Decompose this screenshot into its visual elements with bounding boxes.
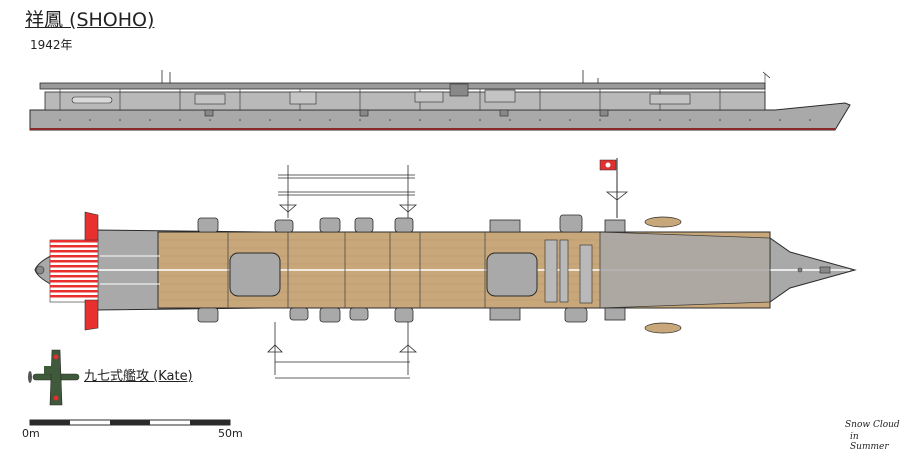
side-profile	[29, 70, 851, 131]
scale-end-label: 50m	[218, 427, 243, 440]
scale-bar	[29, 419, 231, 426]
ship-title: 祥鳳 (SHOHO)	[25, 9, 155, 31]
fwd-elevator	[486, 252, 538, 297]
year-label: 1942年	[30, 38, 73, 52]
ensign-flag	[599, 158, 629, 218]
top-plan-view	[34, 158, 857, 379]
scale-start-label: 0m	[22, 427, 40, 440]
stern-stripes	[49, 211, 99, 331]
signature-line2: in Summer	[850, 432, 889, 452]
rear-elevator	[229, 252, 281, 297]
aircraft-label: 九七式艦攻 (Kate)	[84, 369, 193, 384]
aircraft-kate	[28, 349, 80, 406]
signature-line1: Snow Cloud	[845, 420, 900, 430]
